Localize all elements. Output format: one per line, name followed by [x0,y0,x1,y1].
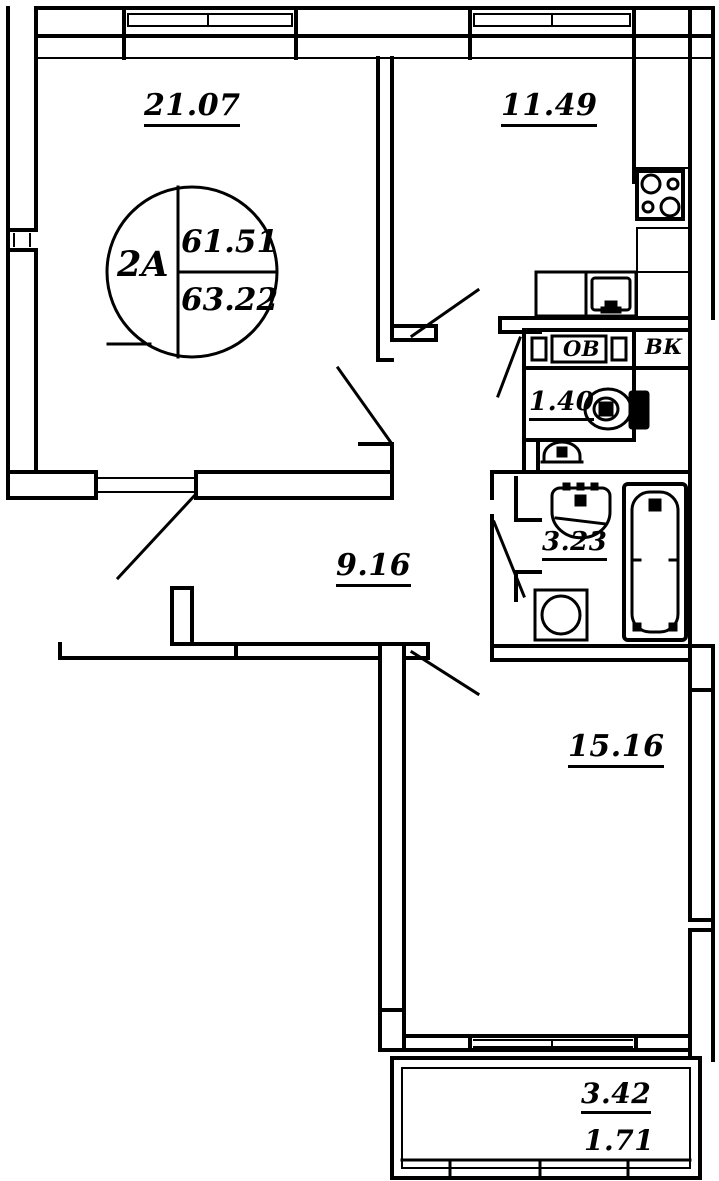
riser-label-vk: ВК [645,334,683,359]
area-label-bedroom: 11.49 [501,88,598,127]
balcony-glazing [400,1158,692,1180]
bathtub-icon [622,482,688,642]
stove-burners [640,173,681,218]
area-label-hall: 9.16 [336,548,412,587]
area-label-bathroom: 3.23 [542,527,608,561]
area-label-toilet: 1.40 [529,387,595,421]
area-label-kitchen: 15.16 [568,729,665,768]
wall-hall-bottom [58,642,406,660]
badge-area-secondary: 63.22 [181,282,279,318]
wall-kitchen-top [490,644,715,692]
wall-hall-bottom-stub [378,1008,406,1052]
bathtub-inner [630,490,680,634]
window-top-right [473,13,631,27]
kitchen-sink-icon [590,276,632,314]
exterior-wall-left [6,6,38,500]
top-wall-dividers [34,6,715,60]
window-top-left [127,13,293,27]
wall-living-room-right [358,56,438,446]
wall-bathroom [490,470,692,648]
counter-right-upper [633,57,691,169]
wall-hall-right [378,642,430,1052]
window-left [13,233,31,247]
badge-apartment-type: 2A [117,244,169,285]
apartment-type-badge [105,185,279,359]
toilet-room-sink-icon [540,440,584,464]
area-label-balcony-gross: 3.42 [581,1077,652,1114]
exterior-wall-top [34,6,715,38]
toilet-icon [583,387,650,431]
bathroom-partition [514,476,542,602]
stove-icon [635,169,685,221]
kitchen-counter-row [534,270,638,318]
wall-balcony [390,1056,702,1180]
balcony-door-living-room [95,477,197,493]
counter-right-lower [636,227,691,319]
bathroom-sink-icon [550,482,612,540]
badge-area-primary: 61.51 [181,224,279,260]
wall-living-room-bottom-right [194,442,394,500]
washing-machine-icon [533,588,589,642]
riser-label-ov: ОВ [563,336,601,361]
area-label-living-room: 21.07 [144,88,241,127]
riser-ov-boxes [530,334,628,364]
wall-living-room-bottom [6,470,98,500]
wall-kitchen-bottom [402,1034,692,1052]
wall-kitchen-right [688,688,715,1062]
area-label-balcony-net: 1.71 [584,1124,655,1157]
wall-hall-left [170,586,194,646]
balcony-door-kitchen [473,1039,633,1048]
